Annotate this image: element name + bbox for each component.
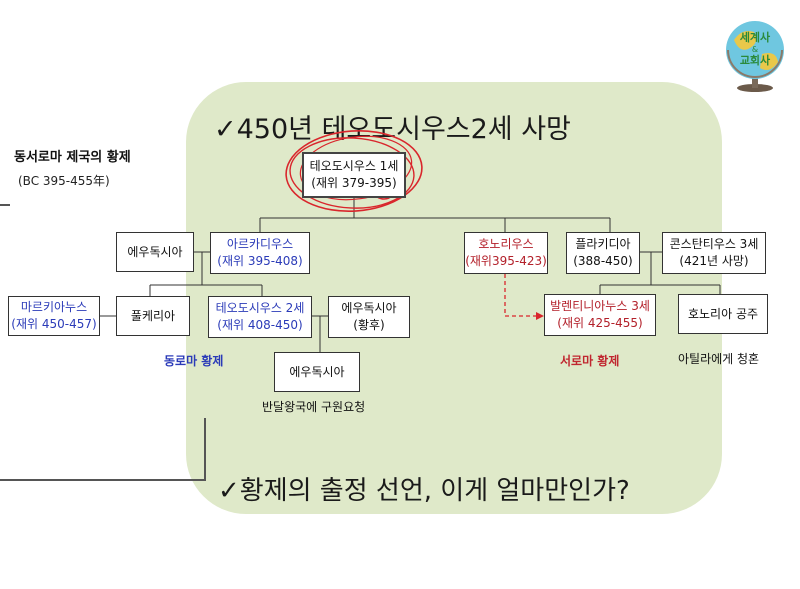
node-name: 테오도시우스 1세 bbox=[309, 159, 399, 173]
node-eudoxia-bottom: 에우독시아 bbox=[274, 352, 360, 392]
node-arcadius: 아르카디우스 (재위 395-408) bbox=[210, 232, 310, 274]
chart-subtitle: (BC 395-455年) bbox=[18, 174, 110, 188]
node-reign: (재위 408-450) bbox=[217, 318, 303, 332]
node-name: 아르카디우스 bbox=[226, 237, 294, 251]
chart-title: 동서로마 제국의 황제 bbox=[14, 150, 131, 165]
node-theodosius-1: 테오도시우스 1세 (재위 379-395) bbox=[302, 152, 406, 198]
logo-text-mid: & bbox=[752, 45, 758, 54]
node-reign: (재위 379-395) bbox=[311, 176, 397, 190]
node-placidia: 플라키디아 (388-450) bbox=[566, 232, 640, 274]
node-name: 테오도시우스 2세 bbox=[215, 301, 305, 315]
node-reign: (재위 395-408) bbox=[217, 254, 303, 268]
node-marcian: 마르키아누스 (재위 450-457) bbox=[8, 296, 100, 336]
node-honoria: 호노리아 공주 bbox=[678, 294, 768, 334]
node-reign: (388-450) bbox=[573, 254, 633, 268]
node-name: 에우독시아 bbox=[341, 301, 397, 315]
node-reign: (황후) bbox=[353, 318, 385, 332]
node-valentinian-3: 발렌티니아누스 3세 (재위 425-455) bbox=[544, 294, 656, 336]
node-theodosius-2: 테오도시우스 2세 (재위 408-450) bbox=[208, 296, 312, 338]
node-reign: (421년 사망) bbox=[679, 254, 749, 268]
node-name: 플라키디아 bbox=[575, 237, 631, 251]
node-name: 호노리우스 bbox=[478, 237, 534, 251]
node-pulcheria: 풀케리아 bbox=[116, 296, 190, 336]
node-name: 에우독시아 bbox=[127, 244, 183, 259]
node-eudoxia-empress: 에우독시아 (황후) bbox=[328, 296, 410, 338]
caption-vandal-request: 반달왕국에 구원요청 bbox=[262, 400, 366, 414]
node-reign: (재위395-423) bbox=[465, 254, 547, 268]
node-constantius-3: 콘스탄티우스 3세 (421년 사망) bbox=[662, 232, 766, 274]
caption-east-emperor: 동로마 황제 bbox=[164, 354, 224, 368]
node-name: 호노리아 공주 bbox=[687, 306, 759, 321]
node-name: 발렌티니아누스 3세 bbox=[550, 299, 650, 313]
node-name: 에우독시아 bbox=[289, 364, 345, 379]
logo-text-top: 세계사 bbox=[740, 30, 771, 44]
node-eudoxia-left: 에우독시아 bbox=[116, 232, 194, 272]
bottom-heading: ✓황제의 출정 선언, 이게 얼마만인가? bbox=[218, 476, 630, 506]
node-reign: (재위 425-455) bbox=[557, 316, 643, 330]
node-honorius: 호노리우스 (재위395-423) bbox=[464, 232, 548, 274]
node-reign: (재위 450-457) bbox=[11, 317, 97, 331]
node-name: 풀케리아 bbox=[130, 308, 176, 323]
caption-west-emperor: 서로마 황제 bbox=[560, 354, 620, 368]
caption-attila-proposal: 아틸라에게 청혼 bbox=[678, 352, 760, 366]
logo-text-bottom: 교회사 bbox=[740, 53, 771, 67]
node-name: 콘스탄티우스 3세 bbox=[669, 237, 759, 251]
globe-logo-icon: 세계사 & 교회사 bbox=[726, 21, 784, 92]
node-name: 마르키아누스 bbox=[20, 300, 88, 314]
